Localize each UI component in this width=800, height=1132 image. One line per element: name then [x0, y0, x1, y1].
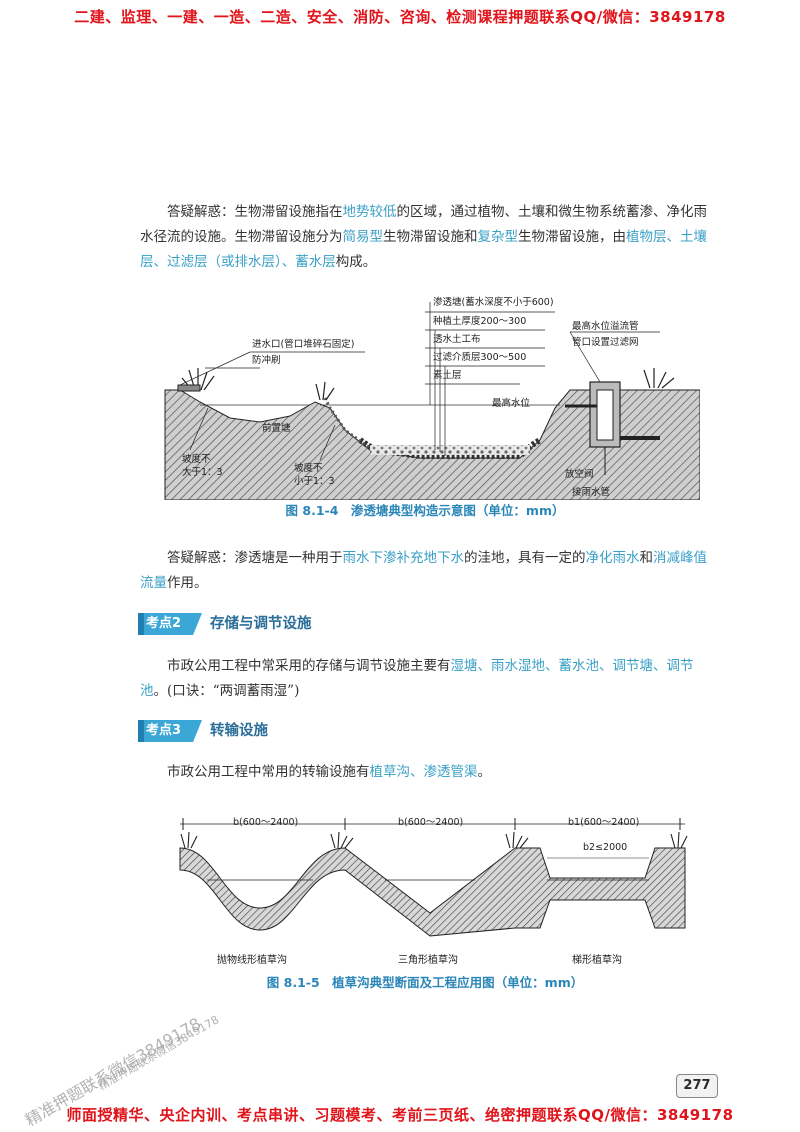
swale-name-triangular: 三角形植草沟	[398, 955, 458, 966]
swale-width-trapezoid: b1(600～2400)	[568, 817, 640, 828]
grass-swale-diagram	[179, 818, 688, 937]
swale-bottom-width: b2≤2000	[583, 842, 628, 853]
infiltration-pond-diagram	[164, 302, 700, 500]
highlight-purify-rainwater: 净化雨水	[585, 550, 640, 566]
label-filter-media: 过滤介质层300～500	[433, 352, 527, 363]
highlight-conveyance-list: 植草沟、渗透管渠	[369, 764, 478, 780]
label-scour-protection: 防冲刷	[252, 355, 281, 366]
highlight-peak-flow: 消减峰值流量	[140, 550, 707, 591]
inlet-pipe	[177, 384, 201, 392]
label-max-water-level: 最高水位	[492, 398, 531, 409]
plant-left-icon	[181, 368, 215, 391]
storage-facilities-paragraph: 市政公用工程中常采用的存储与调节设施主要有湿塘、雨水湿地、蓄水池、调节塘、调节池…	[140, 658, 694, 699]
page-number: 277	[676, 1074, 718, 1098]
swale-soil-profile	[179, 847, 686, 937]
swale-name-parabolic: 抛物线形植草沟	[217, 955, 287, 966]
label-slope-right-2: 小于1：3	[294, 476, 335, 487]
plant-right-icon	[643, 368, 675, 389]
highlight-low-terrain: 地势较低	[342, 204, 397, 220]
highlight-storage-list: 湿塘、雨水湿地、蓄水池、调节塘、调节池	[140, 658, 694, 699]
answer-paragraph-infiltration-pond: 答疑解惑：渗透塘是一种用于雨水下渗补充地下水的洼地，具有一定的净化雨水和消减峰值…	[140, 550, 707, 591]
swale-width-parabolic: b(600～2400)	[233, 817, 299, 828]
label-rainwater-pipe: 接雨水管	[572, 487, 611, 498]
figure-caption-8-1-5: 图 8.1-5 植草沟典型断面及工程应用图（单位：mm）	[266, 975, 584, 990]
section-tag-2: 考点2	[138, 613, 202, 635]
top-banner: 二建、监理、一建、一造、二造、安全、消防、咨询、检测课程押题联系QQ/微信：38…	[74, 8, 726, 26]
label-inlet: 进水口(管口堆碎石固定)	[252, 339, 355, 350]
label-slope-right-1: 坡度不	[294, 463, 323, 474]
section-tag-3: 考点3	[138, 720, 202, 742]
highlight-simple-type: 简易型	[342, 229, 384, 245]
label-pond-depth: 渗透塘(蓄水深度不小于600)	[433, 297, 554, 308]
figure-caption-8-1-4: 图 8.1-4 渗透塘典型构造示意图（单位：mm）	[285, 503, 565, 518]
grass-tuft-icons	[180, 831, 688, 849]
section-title-3: 转输设施	[210, 723, 268, 739]
plant-mid-icon	[315, 381, 335, 401]
conveyance-facilities-paragraph: 市政公用工程中常用的转输设施有植草沟、渗透管渠。	[167, 764, 491, 780]
label-geotextile: 透水土工布	[433, 334, 481, 345]
highlight-layers: 植物层、土壤层、过滤层（或排水层）、蓄水层	[140, 229, 707, 270]
label-forebay: 前置塘	[262, 423, 291, 434]
swale-name-trapezoid: 梯形植草沟	[572, 955, 622, 966]
answer-paragraph-bioretention: 答疑解惑：生物滞留设施指在地势较低的区域，通过植物、土壤和微生物系统蓄渗、净化雨…	[140, 204, 707, 270]
watermark-text-2: 精准押题联系微信3849178	[96, 1013, 222, 1093]
swale-width-triangular: b(600～2400)	[398, 817, 464, 828]
filter-media-layer	[370, 445, 530, 455]
label-filter-screen: 管口设置过滤网	[572, 337, 639, 348]
label-overflow-pipe: 最高水位溢流管	[572, 321, 639, 332]
section-title-2: 存储与调节设施	[210, 616, 312, 632]
label-soil-thickness: 种植土厚度200～300	[433, 316, 527, 327]
label-slope-left-2: 大于1：3	[182, 467, 223, 478]
leader-lines	[179, 302, 660, 456]
label-plain-soil: 素土层	[433, 370, 462, 381]
bottom-banner: 师面授精华、央企内训、考点串讲、习题模考、考前三页纸、绝密押题联系QQ/微信：3…	[66, 1106, 734, 1124]
label-drain-valve: 放空阀	[565, 469, 594, 480]
highlight-groundwater-recharge: 雨水下渗补充地下水	[342, 550, 465, 566]
highlight-complex-type: 复杂型	[477, 229, 519, 245]
label-slope-left-1: 坡度不	[182, 454, 211, 465]
